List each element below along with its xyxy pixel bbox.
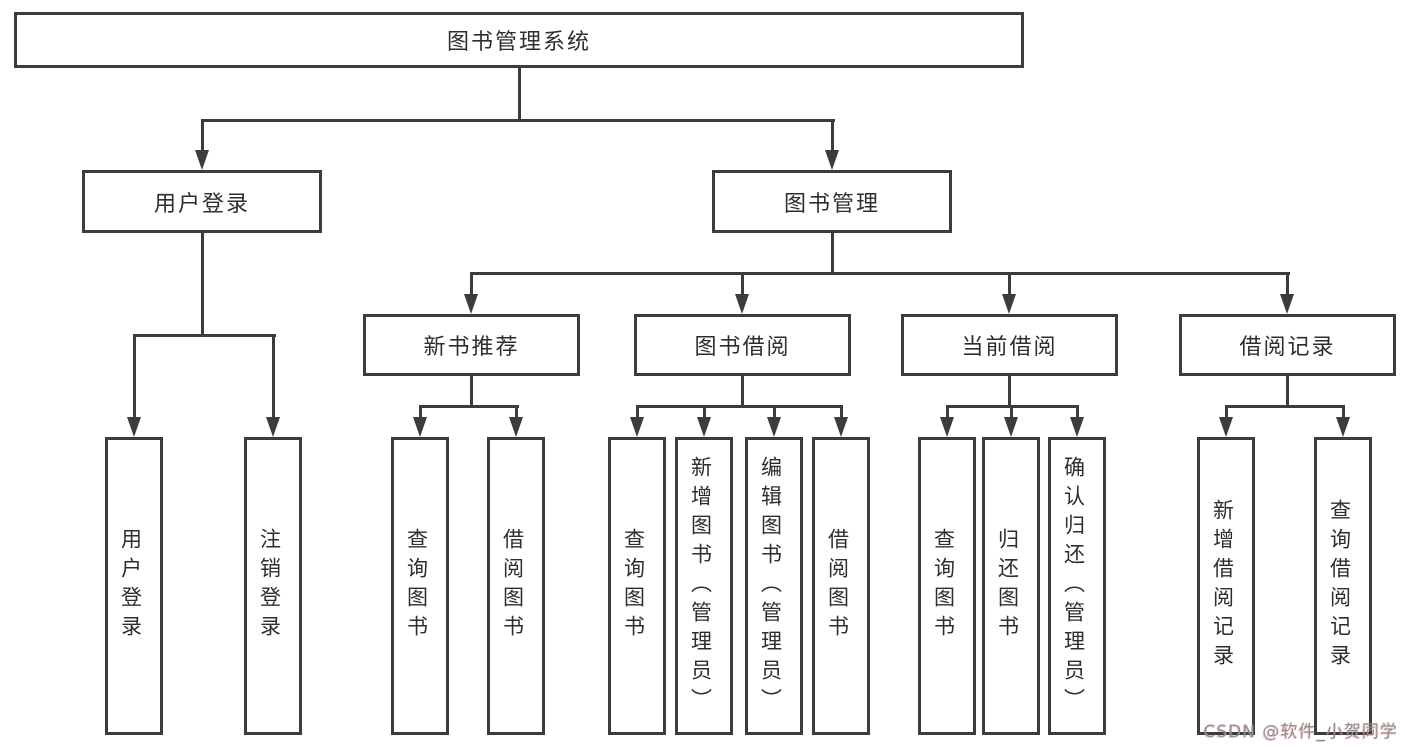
arrowhead-down-icon bbox=[195, 150, 209, 170]
arrowhead-down-icon bbox=[1219, 417, 1233, 437]
connector-line bbox=[470, 376, 473, 407]
node-label: 图书管理 bbox=[783, 191, 880, 217]
connector-line bbox=[419, 405, 519, 408]
connector-line bbox=[1342, 405, 1345, 417]
connector-line bbox=[470, 272, 473, 294]
connector-line bbox=[201, 233, 204, 336]
node-label: 归还图书 bbox=[995, 528, 1020, 644]
arrowhead-down-icon bbox=[266, 417, 280, 437]
connector-line bbox=[636, 405, 843, 408]
node-label: 用户登录 bbox=[153, 191, 250, 217]
node-label: 借阅记录 bbox=[1239, 335, 1336, 360]
arrowhead-down-icon bbox=[1336, 417, 1350, 437]
leaf-borrow-books-recommend: 借阅图书 bbox=[487, 437, 545, 735]
node-label: 确认归还（管理员） bbox=[1061, 455, 1086, 717]
connector-line bbox=[1225, 405, 1228, 417]
connector-line bbox=[703, 405, 706, 417]
node-label: 借阅图书 bbox=[500, 528, 525, 644]
node-label: 新增图书（管理员） bbox=[688, 455, 713, 717]
leaf-return-books: 归还图书 bbox=[982, 437, 1040, 735]
connector-line bbox=[272, 334, 275, 417]
connector-line bbox=[133, 334, 276, 337]
node-label: 用户登录 bbox=[118, 528, 143, 644]
arrowhead-down-icon bbox=[834, 417, 848, 437]
connector-line bbox=[946, 405, 949, 417]
connector-line bbox=[201, 119, 835, 122]
connector-line bbox=[1008, 376, 1011, 407]
arrowhead-down-icon bbox=[697, 417, 711, 437]
arrowhead-down-icon bbox=[1280, 294, 1294, 314]
leaf-edit-books-admin: 编辑图书（管理员） bbox=[745, 437, 803, 735]
node-current-borrowing: 当前借阅 bbox=[901, 314, 1118, 376]
node-book-management: 图书管理 bbox=[712, 170, 952, 233]
arrowhead-down-icon bbox=[464, 294, 478, 314]
node-label: 图书管理系统 bbox=[446, 30, 591, 55]
csdn-watermark: CSDN @软件_小贺同学 bbox=[1203, 722, 1398, 742]
connector-line bbox=[831, 119, 834, 150]
leaf-query-books-borrowing: 查询图书 bbox=[608, 437, 666, 735]
connector-line bbox=[515, 405, 518, 417]
leaf-add-borrow-record: 新增借阅记录 bbox=[1197, 437, 1255, 735]
node-label: 编辑图书（管理员） bbox=[758, 455, 783, 717]
connector-line bbox=[1225, 405, 1345, 408]
node-label: 借阅图书 bbox=[825, 528, 850, 644]
node-book-borrowing: 图书借阅 bbox=[634, 314, 851, 376]
connector-line bbox=[1286, 272, 1289, 294]
arrowhead-down-icon bbox=[1004, 417, 1018, 437]
connector-line bbox=[636, 405, 639, 417]
connector-line bbox=[518, 68, 521, 121]
connector-line bbox=[1010, 405, 1013, 417]
node-new-book-recommendation: 新书推荐 bbox=[363, 314, 580, 376]
connector-line bbox=[741, 272, 744, 294]
leaf-query-borrow-record: 查询借阅记录 bbox=[1314, 437, 1372, 735]
arrowhead-down-icon bbox=[767, 417, 781, 437]
leaf-confirm-return-admin: 确认归还（管理员） bbox=[1048, 437, 1106, 735]
leaf-logout-action: 注销登录 bbox=[244, 437, 302, 735]
connector-line bbox=[419, 405, 422, 417]
node-borrowing-records: 借阅记录 bbox=[1179, 314, 1396, 376]
leaf-query-books-recommend: 查询图书 bbox=[391, 437, 449, 735]
node-label: 注销登录 bbox=[257, 528, 282, 644]
node-label: 查询图书 bbox=[931, 528, 956, 644]
arrowhead-down-icon bbox=[127, 417, 141, 437]
connector-line bbox=[201, 119, 204, 150]
node-label: 当前借阅 bbox=[961, 335, 1058, 360]
node-label: 图书借阅 bbox=[694, 335, 791, 360]
connector-line bbox=[1008, 272, 1011, 294]
connector-line bbox=[133, 334, 136, 417]
node-label: 新书推荐 bbox=[423, 335, 520, 360]
arrowhead-down-icon bbox=[1002, 294, 1016, 314]
leaf-borrow-books: 借阅图书 bbox=[812, 437, 870, 735]
arrowhead-down-icon bbox=[825, 150, 839, 170]
arrowhead-down-icon bbox=[509, 417, 523, 437]
arrowhead-down-icon bbox=[413, 417, 427, 437]
connector-line bbox=[840, 405, 843, 417]
node-label: 查询图书 bbox=[621, 528, 646, 644]
arrowhead-down-icon bbox=[940, 417, 954, 437]
leaf-query-books-current: 查询图书 bbox=[918, 437, 976, 735]
connector-line bbox=[831, 233, 834, 274]
arrowhead-down-icon bbox=[735, 294, 749, 314]
arrowhead-down-icon bbox=[630, 417, 644, 437]
node-label: 查询图书 bbox=[404, 528, 429, 644]
node-user-login-branch: 用户登录 bbox=[82, 170, 322, 233]
node-library-management-system: 图书管理系统 bbox=[14, 12, 1024, 68]
arrowhead-down-icon bbox=[1070, 417, 1084, 437]
connector-line bbox=[470, 272, 1290, 275]
leaf-user-login-action: 用户登录 bbox=[105, 437, 163, 735]
connector-line bbox=[1286, 376, 1289, 407]
leaf-add-books-admin: 新增图书（管理员） bbox=[675, 437, 733, 735]
connector-line bbox=[741, 376, 744, 407]
node-label: 查询借阅记录 bbox=[1327, 499, 1352, 673]
connector-line bbox=[1076, 405, 1079, 417]
node-label: 新增借阅记录 bbox=[1210, 499, 1235, 673]
connector-line bbox=[773, 405, 776, 417]
